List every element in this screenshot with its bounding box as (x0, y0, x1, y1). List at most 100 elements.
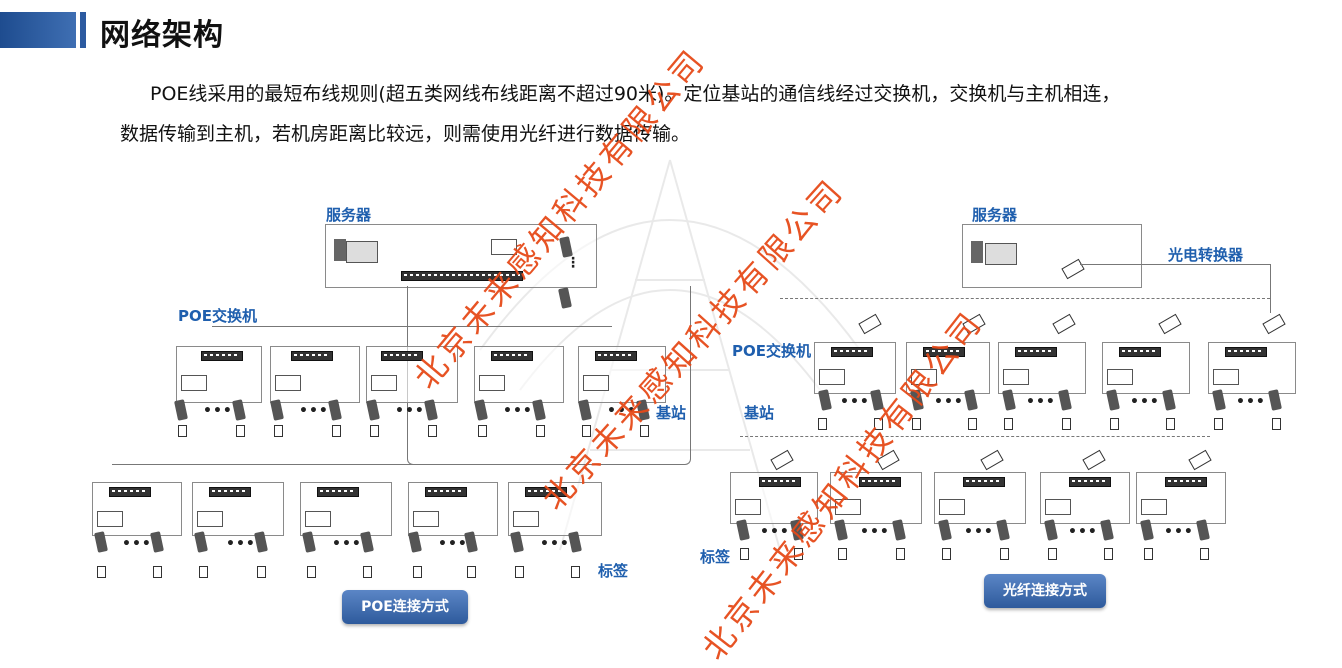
switch-cabinet (366, 346, 458, 403)
switch-icon (1015, 347, 1057, 357)
right-switch-label: POE交换机 (732, 342, 811, 360)
tag-icon (1000, 548, 1009, 560)
switch-icon (209, 487, 251, 497)
switch-icon (963, 477, 1005, 487)
fiber-trunk (780, 298, 1270, 311)
tag-icon (332, 425, 341, 437)
ellipsis-icon: ••• (760, 524, 790, 540)
tag-icon (942, 548, 951, 560)
tag-icon (640, 425, 649, 437)
tag-icon (1062, 418, 1071, 430)
switch-icon (525, 487, 567, 497)
ellipsis-icon: ••• (540, 536, 570, 552)
right-base-station-label: 基站 (744, 404, 775, 422)
left-server-label: 服务器 (326, 206, 372, 224)
ellipsis-icon: ••• (860, 524, 890, 540)
tag-icon (1272, 418, 1281, 430)
switch-icon (291, 351, 333, 361)
device-icon (1213, 369, 1239, 385)
ellipsis-icon: ••• (840, 394, 870, 410)
converter-icon (1158, 313, 1182, 335)
tag-icon (1200, 548, 1209, 560)
converter-icon (1052, 313, 1076, 335)
tag-icon (307, 566, 316, 578)
tag-icon (97, 566, 106, 578)
switch-icon (1069, 477, 1111, 487)
ellipsis-icon: ••• (395, 403, 425, 419)
device-icon (305, 511, 331, 527)
device-icon (939, 499, 965, 515)
tag-icon (428, 425, 437, 437)
switch-cabinet (934, 472, 1026, 524)
tag-icon (257, 566, 266, 578)
device-icon (181, 375, 207, 391)
switch-icon (1119, 347, 1161, 357)
switch-icon (595, 351, 637, 361)
paragraph-line-1: POE线采用的最短布线规则(超五类网线布线距离不超过90米)。定位基站的通信线经… (150, 83, 1121, 105)
tag-icon (370, 425, 379, 437)
switch-cabinet (814, 342, 896, 394)
server-icon (985, 243, 1017, 265)
device-icon (1141, 499, 1167, 515)
switch-cabinet (192, 482, 284, 536)
tag-icon (1104, 548, 1113, 560)
device-icon (413, 511, 439, 527)
title-accent-bar (0, 12, 76, 48)
ellipsis-icon: ••• (1068, 524, 1098, 540)
tag-icon (413, 566, 422, 578)
title-accent-divider (80, 12, 86, 48)
converter-icon (1082, 449, 1106, 471)
ellipsis-icon: ••• (332, 536, 362, 552)
device-icon (491, 239, 517, 255)
ellipsis-icon: ••• (1164, 524, 1194, 540)
switch-cabinet (906, 342, 990, 394)
paragraph-line-2: 数据传输到主机，若机房距离比较远，则需使用光纤进行数据传输。 (120, 123, 691, 145)
switch-chain-wire-2 (112, 464, 552, 485)
tag-icon (1166, 418, 1175, 430)
ellipsis-icon: ••• (226, 536, 256, 552)
tag-icon (478, 425, 487, 437)
ellipsis-icon: ••• (203, 403, 233, 419)
right-server-box (962, 224, 1142, 288)
tag-icon (740, 548, 749, 560)
left-server-box: ⋮ (325, 224, 597, 288)
tag-icon (794, 548, 803, 560)
pc-icon (334, 239, 346, 261)
device-icon (275, 375, 301, 391)
switch-cabinet (1040, 472, 1130, 524)
ellipsis-icon: ••• (1026, 394, 1056, 410)
switch-cabinet (830, 472, 922, 524)
tag-icon (818, 418, 827, 430)
ellipsis-icon: ••• (1236, 394, 1266, 410)
core-switch-icon (401, 271, 523, 281)
ellipsis-icon: ⋮ (566, 255, 581, 271)
switch-icon (317, 487, 359, 497)
switch-icon (1225, 347, 1267, 357)
pc-icon (971, 241, 983, 263)
tag-icon (199, 566, 208, 578)
switch-icon (491, 351, 533, 361)
switch-cabinet (408, 482, 498, 536)
device-icon (1107, 369, 1133, 385)
switch-cabinet (300, 482, 392, 536)
ellipsis-icon: ••• (299, 403, 329, 419)
left-caption: POE连接方式 (342, 590, 468, 624)
device-icon (513, 511, 539, 527)
ellipsis-icon: ••• (503, 403, 533, 419)
tag-icon (515, 566, 524, 578)
device-icon (819, 369, 845, 385)
switch-cabinet (730, 472, 818, 524)
converter-icon (1188, 449, 1212, 471)
tag-icon (467, 566, 476, 578)
ellipsis-icon: ••• (1130, 394, 1160, 410)
tag-icon (1004, 418, 1013, 430)
tag-icon (896, 548, 905, 560)
left-base-station-label: 基站 (656, 404, 687, 422)
ellipsis-icon: ••• (934, 394, 964, 410)
tag-icon (1214, 418, 1223, 430)
server-icon (346, 241, 378, 263)
switch-cabinet (474, 346, 564, 403)
ellipsis-icon: ••• (964, 524, 994, 540)
switch-icon (201, 351, 243, 361)
tag-icon (874, 418, 883, 430)
